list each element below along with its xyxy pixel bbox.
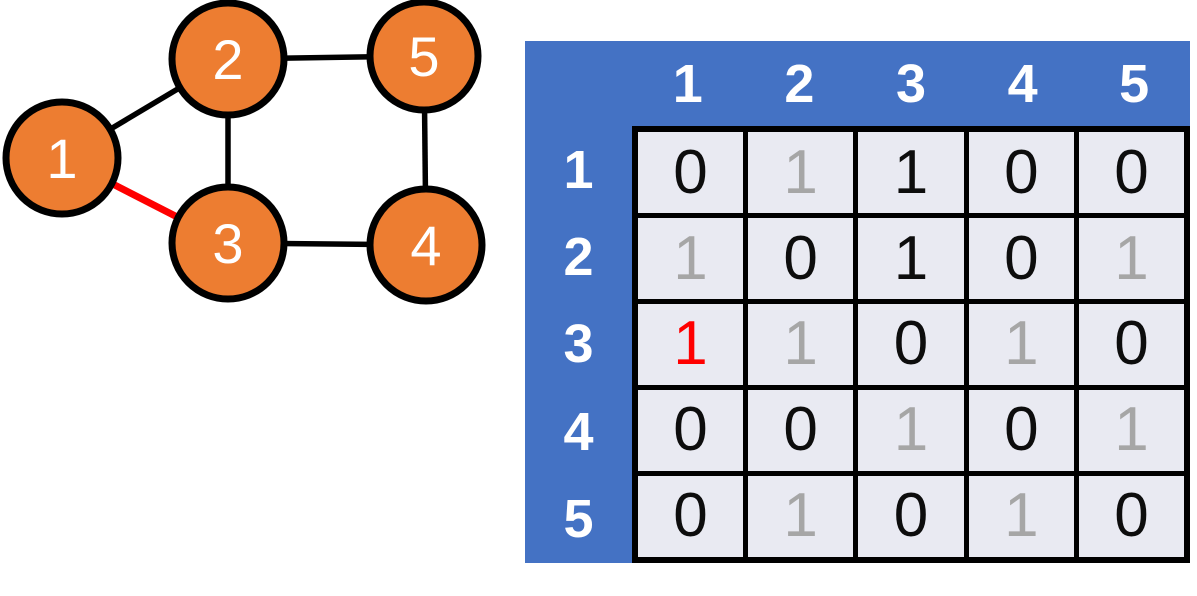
graph-node-label-4: 4 xyxy=(410,214,441,277)
matrix-cell-2-1: 1 xyxy=(632,213,748,305)
graph-node-5 xyxy=(366,0,482,114)
matrix-cell-3-5: 0 xyxy=(1074,299,1190,390)
matrix-cell-5-4: 1 xyxy=(963,470,1080,563)
matrix-cell-3-1: 1 xyxy=(632,299,748,390)
matrix-row-header-5: 5 xyxy=(563,489,594,550)
graph-node-label-2: 2 xyxy=(212,28,243,91)
matrix-cell-4-4: 0 xyxy=(963,384,1080,476)
matrix-row-header-2: 2 xyxy=(563,227,594,288)
matrix-col-header-5: 5 xyxy=(1119,53,1150,114)
matrix-cell-1-5: 0 xyxy=(1074,126,1190,219)
matrix-cell-3-2: 1 xyxy=(742,299,859,390)
matrix-cell-2-4: 0 xyxy=(963,213,1080,305)
matrix-col-header-2: 2 xyxy=(784,53,815,114)
matrix-cell-4-2: 0 xyxy=(742,384,859,476)
matrix-row-header-4: 4 xyxy=(563,401,594,462)
matrix-cell-5-2: 1 xyxy=(742,470,859,563)
matrix-cell-1-3: 1 xyxy=(853,126,969,219)
graph-node-label-3: 3 xyxy=(212,212,243,275)
matrix-cell-5-1: 0 xyxy=(632,470,748,563)
matrix-cell-3-4: 1 xyxy=(963,299,1080,390)
graph-diagram: 1 2 3 4 5 xyxy=(2,0,486,305)
graph-node-1 xyxy=(2,98,122,218)
graph-node-4 xyxy=(366,185,486,305)
matrix-cell-1-1: 0 xyxy=(632,126,748,219)
matrix-cell-2-2: 0 xyxy=(742,213,859,305)
matrix-col-header-1: 1 xyxy=(672,53,703,114)
matrix-cell-4-3: 1 xyxy=(853,384,969,476)
matrix-cell-2-5: 1 xyxy=(1074,213,1190,305)
graph-node-label-5: 5 xyxy=(408,25,439,88)
matrix-cell-1-2: 1 xyxy=(742,126,859,219)
graph-node-3 xyxy=(168,183,288,303)
matrix-col-header-4: 4 xyxy=(1007,53,1038,114)
graph-node-label-1: 1 xyxy=(46,127,77,190)
matrix-cell-2-3: 1 xyxy=(853,213,969,305)
matrix-col-header-3: 3 xyxy=(895,53,926,114)
matrix-cell-5-5: 0 xyxy=(1074,470,1190,563)
matrix-cell-3-3: 0 xyxy=(853,299,969,390)
matrix-cell-1-4: 0 xyxy=(963,126,1080,219)
matrix-cell-4-1: 0 xyxy=(632,384,748,476)
matrix-cell-5-3: 0 xyxy=(853,470,969,563)
matrix-row-header-1: 1 xyxy=(563,139,594,200)
matrix-cell-4-5: 1 xyxy=(1074,384,1190,476)
graph-node-2 xyxy=(168,0,288,119)
matrix-row-header-3: 3 xyxy=(563,314,594,375)
